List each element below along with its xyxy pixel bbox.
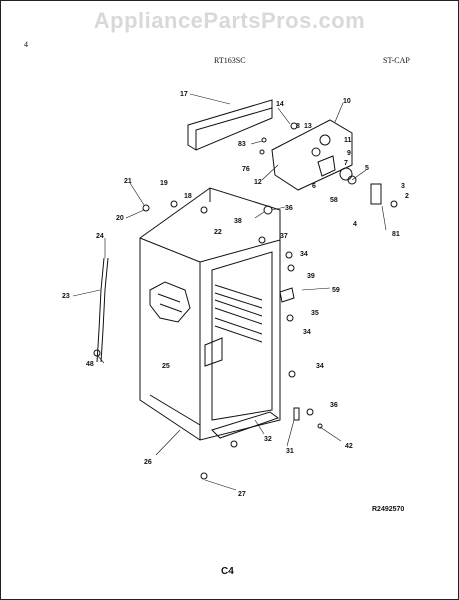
part-label: 83 bbox=[238, 141, 246, 148]
part-label: 21 bbox=[124, 178, 132, 185]
base-rail-drawing bbox=[211, 411, 280, 439]
part-label: 59 bbox=[332, 287, 340, 294]
part-label: 4 bbox=[353, 221, 357, 228]
hardware-drawing bbox=[93, 122, 323, 480]
part-label: 81 bbox=[392, 231, 400, 238]
part-label: 38 bbox=[234, 218, 242, 225]
part-label: 34 bbox=[303, 329, 311, 336]
crisper-drawing bbox=[204, 337, 223, 367]
part-label: 24 bbox=[96, 233, 104, 240]
part-label: 17 bbox=[180, 91, 188, 98]
part-label: 31 bbox=[286, 448, 294, 455]
page-number: 4 bbox=[24, 40, 28, 49]
leader-lines bbox=[72, 93, 387, 491]
shelves-drawing bbox=[214, 284, 263, 343]
page-code: C4 bbox=[221, 566, 234, 577]
part-label: 8 bbox=[296, 123, 300, 130]
part-label: 14 bbox=[276, 101, 284, 108]
part-label: 34 bbox=[316, 363, 324, 370]
part-label: 13 bbox=[304, 123, 312, 130]
part-label: 34 bbox=[300, 251, 308, 258]
part-label: 7 bbox=[344, 160, 348, 167]
part-label: 12 bbox=[254, 179, 262, 186]
part-label: 35 bbox=[311, 310, 319, 317]
part-labels: 17 14 8 13 10 11 83 76 12 9 7 5 6 58 3 2… bbox=[62, 91, 409, 498]
part-label: 5 bbox=[365, 165, 369, 172]
model-number: RT163SC bbox=[214, 56, 246, 65]
part-label: 27 bbox=[238, 491, 246, 498]
part-label: 23 bbox=[62, 293, 70, 300]
part-label: 9 bbox=[347, 150, 351, 157]
part-label: 36 bbox=[330, 402, 338, 409]
part-label: 39 bbox=[307, 273, 315, 280]
part-label: 22 bbox=[214, 229, 222, 236]
part-label: 20 bbox=[116, 215, 124, 222]
part-label: 3 bbox=[401, 183, 405, 190]
part-label: 32 bbox=[264, 436, 272, 443]
part-label: 2 bbox=[405, 193, 409, 200]
part-label: 25 bbox=[162, 363, 170, 370]
part-label: 6 bbox=[312, 183, 316, 190]
part-label: 19 bbox=[160, 180, 168, 187]
part-label: 18 bbox=[184, 193, 192, 200]
part-label: 36 bbox=[285, 205, 293, 212]
light-switch-drawing bbox=[370, 183, 398, 208]
top-cover-drawing bbox=[187, 99, 273, 151]
part-label: 42 bbox=[345, 443, 353, 450]
cabinet-drawing bbox=[139, 187, 281, 441]
part-label: 58 bbox=[330, 197, 338, 204]
thermostat-drawing bbox=[317, 155, 357, 185]
section-code: ST-CAP bbox=[383, 56, 410, 65]
part-label: 37 bbox=[280, 233, 288, 240]
part-label: 26 bbox=[144, 459, 152, 466]
drain-tube-drawing bbox=[96, 257, 109, 363]
control-panel-drawing bbox=[271, 119, 353, 191]
part-label: 76 bbox=[242, 166, 250, 173]
part-label: 48 bbox=[86, 361, 94, 368]
evaporator-drawing bbox=[149, 281, 191, 323]
part-label: 10 bbox=[343, 98, 351, 105]
watermark: AppliancePartsPros.com bbox=[93, 8, 366, 33]
part-label: 11 bbox=[344, 137, 352, 144]
diagram-id: R2492570 bbox=[372, 506, 405, 513]
